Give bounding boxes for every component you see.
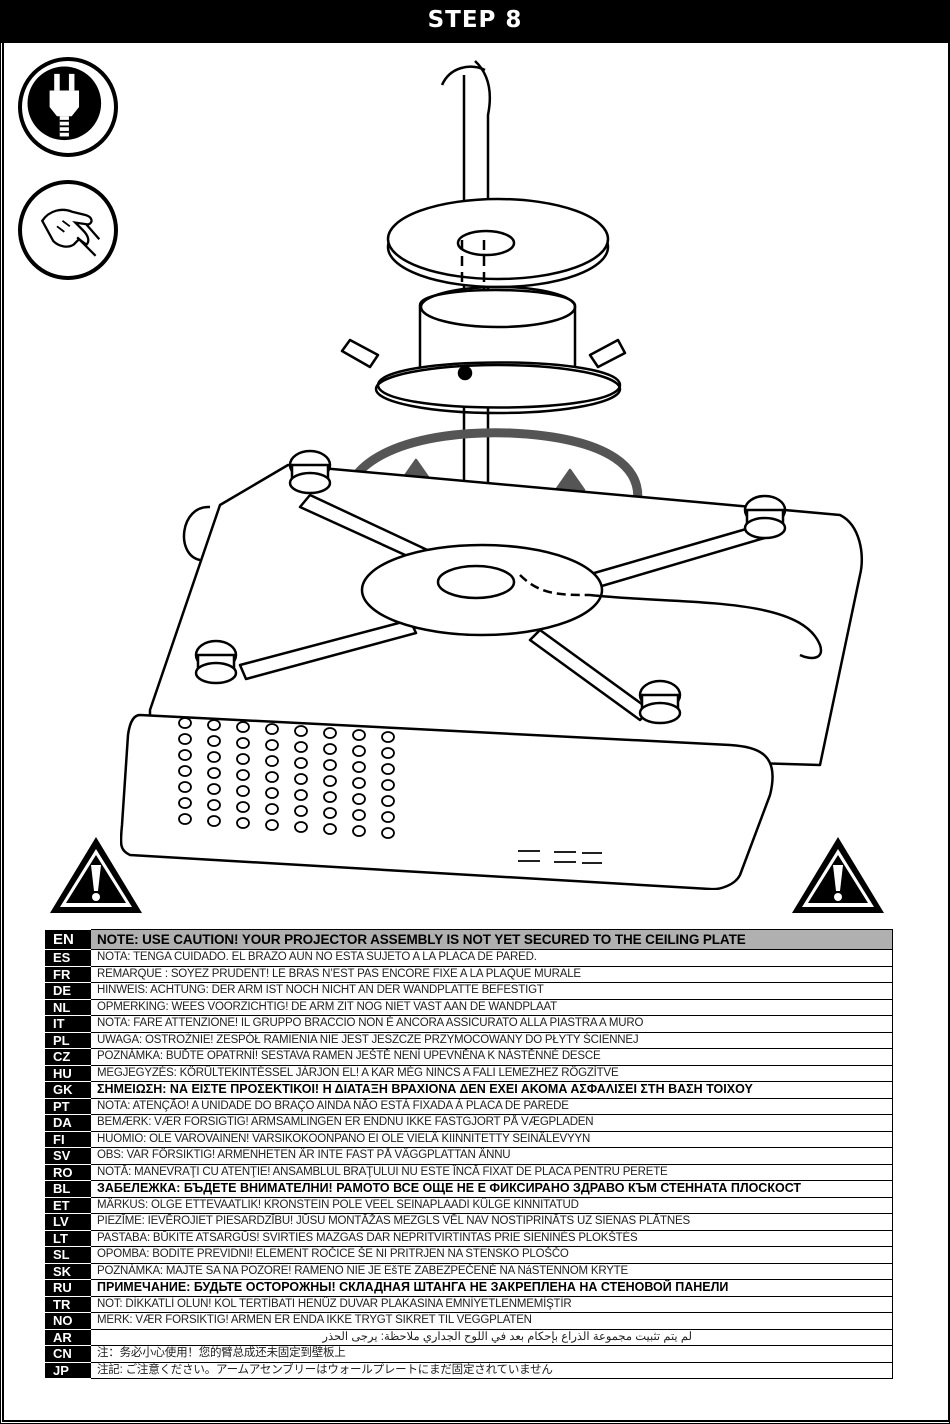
hand-caution-icon	[18, 180, 118, 280]
note-text: MEGJEGYZÉS: KÖRÜLTEKINTÉSSEL JÁRJON EL! …	[91, 1064, 893, 1082]
note-text: OPMERKING: WEES VOORZICHTIG! DE ARM ZIT …	[91, 998, 893, 1016]
language-code: NO	[45, 1312, 91, 1330]
note-text: NOTĂ: MANEVRAŢI CU ATENŢIE! ANSAMBLUL BR…	[91, 1163, 893, 1181]
note-text: NOTA: ATENÇÃO! A UNIDADE DO BRAÇO AINDA …	[91, 1097, 893, 1115]
step-title: STEP 8	[0, 0, 950, 43]
language-code: LV	[45, 1213, 91, 1231]
note-text: NOTE: USE CAUTION! YOUR PROJECTOR ASSEMB…	[91, 929, 893, 950]
note-text: REMARQUE : SOYEZ PRUDENT! LE BRAS N’EST …	[91, 965, 893, 983]
language-code: JP	[45, 1362, 91, 1379]
language-code: AR	[45, 1329, 91, 1346]
language-code: RU	[45, 1279, 91, 1297]
note-text: ЗАБЕЛЕЖКА: БЪДЕТЕ ВНИМАТЕЛНИ! РАМОТО ВСЕ…	[91, 1180, 893, 1198]
note-text: POZNÁMKA: MAJTE SA NA POZORE! RAMENO NIE…	[91, 1262, 893, 1280]
note-text: 注記: ご注意ください。アームアセンブリーはウォールプレートにまだ固定されていま…	[91, 1361, 893, 1379]
language-code: FI	[45, 1131, 91, 1148]
language-code: BL	[45, 1180, 91, 1198]
language-code: PT	[45, 1098, 91, 1115]
note-text: ПРИМЕЧАНИЕ: БУДЬТЕ ОСТОРОЖНЫ! СКЛАДНАЯ Ш…	[91, 1279, 893, 1297]
language-code: DA	[45, 1114, 91, 1132]
note-text: ΣΗΜΕΙΩΣΗ: ΝΑ ΕΙΣΤΕ ΠΡΟΣΕΚΤΙΚΟΙ! Η ΔΙΑΤΑΞ…	[91, 1081, 893, 1099]
note-text: POZNÁMKA: BUĎTE OPATRNÍ! SESTAVA RAMEN J…	[91, 1048, 893, 1066]
language-code: DE	[45, 982, 91, 1000]
note-text: OPOMBA: BODITE PREVIDNI! ELEMENT ROČICE …	[91, 1246, 893, 1264]
language-code: EN	[45, 929, 91, 950]
note-text: HINWEIS: ACHTUNG: DER ARM IST NOCH NICHT…	[91, 982, 893, 1000]
note-text: OBS: VAR FÖRSIKTIG! ARMENHETEN ÄR INTE F…	[91, 1147, 893, 1165]
note-text: UWAGA: OSTROŻNIE! ZESPÓŁ RAMIENIA NIE JE…	[91, 1031, 893, 1049]
language-code: HU	[45, 1065, 91, 1082]
language-code: CZ	[45, 1048, 91, 1066]
note-text: PASTABA: BŪKITE ATSARGŪS! SVIRTIES MAZGA…	[91, 1229, 893, 1247]
language-code: PL	[45, 1032, 91, 1049]
note-text: 注：务必小心使用！您的臂总成还未固定到壁板上	[91, 1345, 893, 1363]
note-text: PIEZĪME: IEVĒROJIET PIESARDZĪBU! JŪSU MO…	[91, 1213, 893, 1231]
language-code: SV	[45, 1147, 91, 1165]
projector-mount-illustration	[120, 60, 864, 890]
note-text: NOT: DİKKATLİ OLUN! KOL TERTİBATI HENÜZ …	[91, 1295, 893, 1313]
power-plug-icon	[18, 57, 118, 157]
language-code: FR	[45, 966, 91, 983]
language-code: RO	[45, 1164, 91, 1181]
note-text: MERK: VÆR FORSIKTIG! ARMEN ER ENDA IKKE …	[91, 1312, 893, 1330]
warning-triangle-icon	[792, 837, 884, 913]
note-text: NOTA: TENGA CUIDADO. EL BRAZO AUN NO EST…	[91, 949, 893, 967]
note-text: BEMÆRK: VÆR FORSIGTIG! ARMSAMLINGEN ER E…	[91, 1114, 893, 1132]
language-code: IT	[45, 1015, 91, 1033]
language-code: GK	[45, 1081, 91, 1099]
language-code: NL	[45, 999, 91, 1016]
language-code: ES	[45, 949, 91, 967]
note-text: MÄRKUS: OLGE ETTEVAATLIK! KRONSTEIN POLE…	[91, 1196, 893, 1214]
content-frame	[2, 43, 950, 1422]
warning-triangle-icon	[50, 837, 142, 913]
note-text: لم يتم تثبيت مجموعة الذراع بإحكام بعد في…	[91, 1328, 893, 1346]
language-code: SK	[45, 1263, 91, 1280]
language-code: CN	[45, 1345, 91, 1363]
note-text: NOTA: FARE ATTENZIONE! IL GRUPPO BRACCIO…	[91, 1015, 893, 1033]
language-code: LT	[45, 1230, 91, 1247]
language-code: SL	[45, 1246, 91, 1264]
language-code: ET	[45, 1197, 91, 1214]
note-text: HUOMIO: OLE VAROVAINEN! VARSIKOKOONPANO …	[91, 1130, 893, 1148]
language-code: TR	[45, 1296, 91, 1313]
